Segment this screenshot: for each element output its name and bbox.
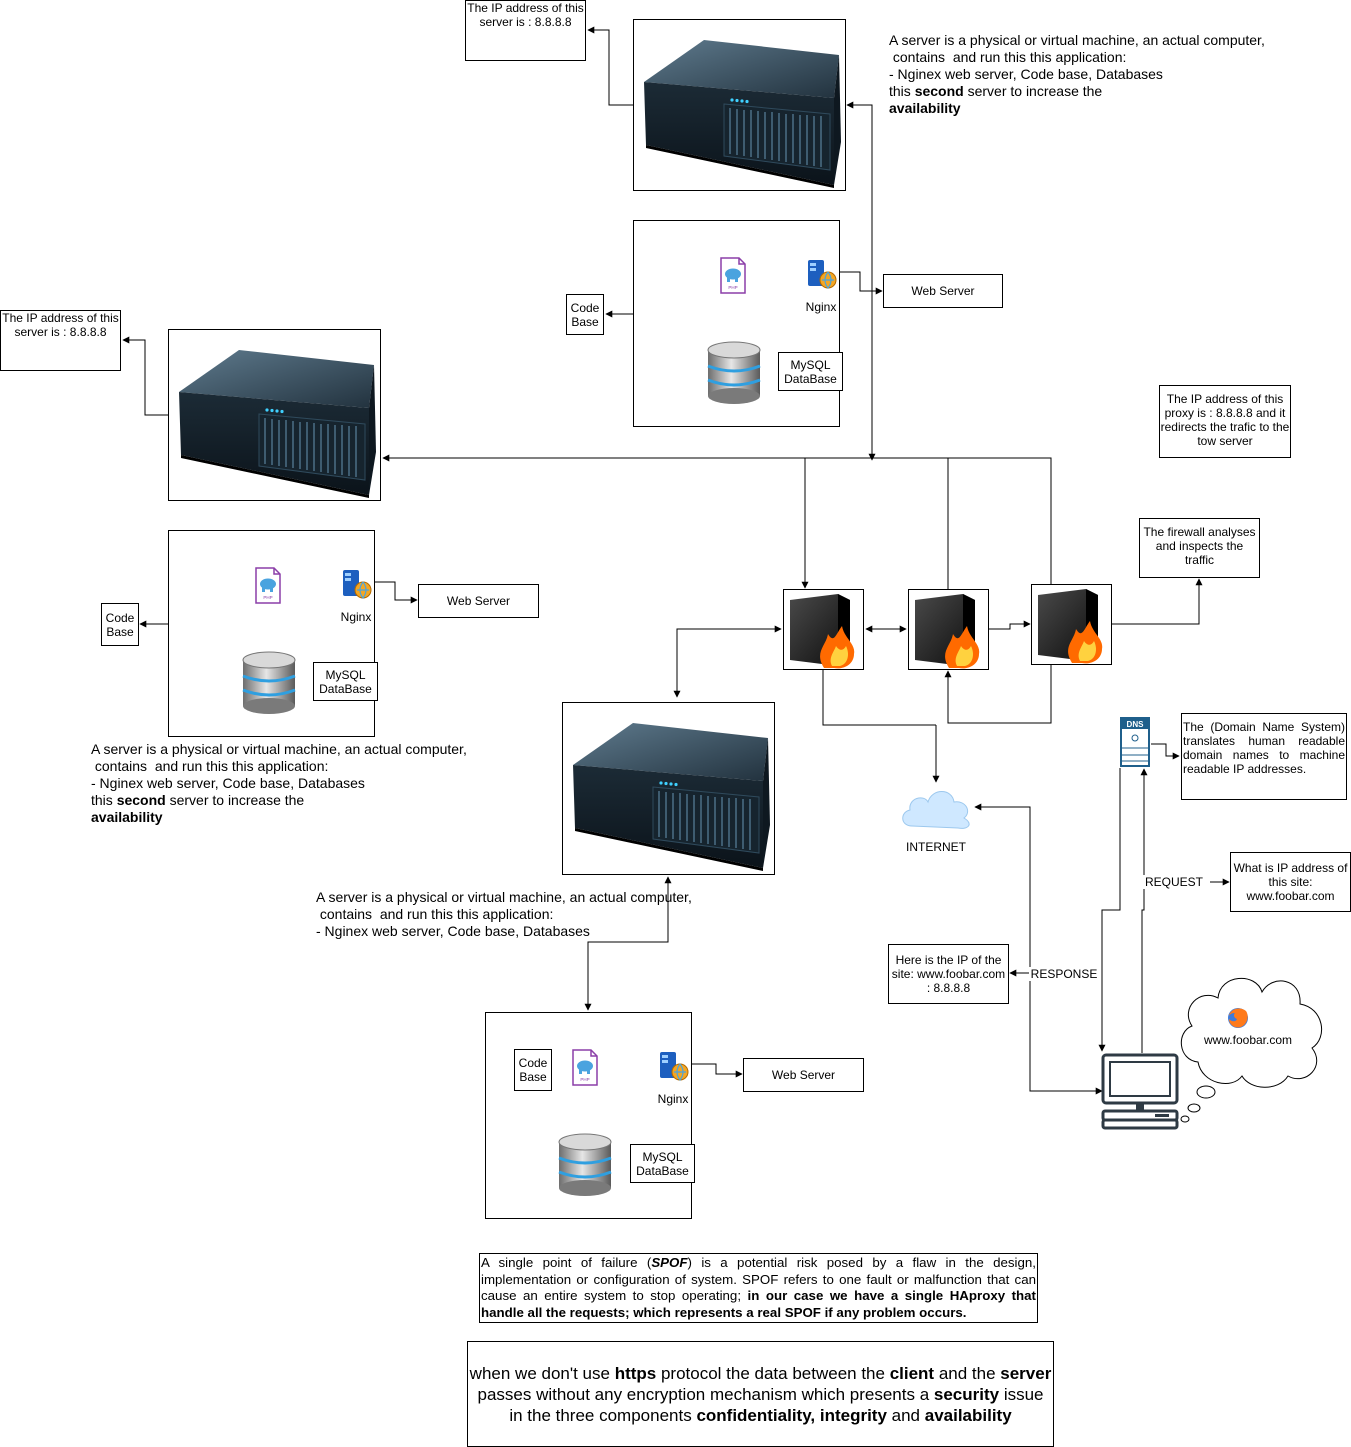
mysql-database-box: MySQL DataBase: [313, 662, 378, 701]
ip-note-server-2: The IP address of this server is : 8.8.8…: [0, 310, 121, 371]
server-2-description: A server is a physical or virtual machin…: [91, 741, 467, 825]
database-icon: [241, 650, 297, 716]
dns-label: DNS: [1127, 720, 1145, 729]
internet-label: INTERNET: [906, 840, 966, 854]
code-base-box: Code Base: [566, 294, 604, 335]
nginx-icon: [807, 259, 837, 289]
load-balancer-haproxy[interactable]: [908, 589, 989, 670]
proxy-note: The IP address of this proxy is : 8.8.8.…: [1159, 385, 1291, 458]
database-icon: [706, 340, 762, 406]
firewall-3[interactable]: [1031, 584, 1112, 665]
thought-bubble: [1180, 978, 1322, 1123]
server-2-image: [178, 349, 377, 499]
client-site-label: www.foobar.com: [1203, 1033, 1293, 1047]
server-3[interactable]: [562, 702, 775, 875]
https-note: when we don't use https protocol the dat…: [467, 1341, 1054, 1447]
firefox-icon: [1228, 1008, 1248, 1028]
database-icon: [557, 1132, 613, 1198]
request-label: REQUEST: [1143, 875, 1205, 889]
firewall-1[interactable]: [783, 589, 864, 670]
php-icon: [720, 257, 746, 294]
nginx-label: Nginx: [340, 610, 372, 624]
server-3-description: A server is a physical or virtual machin…: [316, 889, 692, 939]
firewall-note: The firewall analyses and inspects the t…: [1139, 518, 1260, 578]
nginx-icon: [342, 569, 372, 599]
spof-note: A single point of failure (SPOF) is a po…: [479, 1253, 1038, 1323]
web-server-box: Web Server: [883, 274, 1003, 308]
server-1-image: [643, 39, 842, 189]
response-note: Here is the IP of the site: www.foobar.c…: [888, 944, 1009, 1004]
dns-server-icon[interactable]: DNS: [1120, 717, 1152, 769]
php-icon: [572, 1049, 598, 1086]
request-note: What is IP address of this site: www.foo…: [1230, 852, 1351, 912]
server-3-image: [572, 722, 771, 872]
ip-note-server-1: The IP address of this server is : 8.8.8…: [465, 0, 586, 61]
firewall-icon: [790, 594, 855, 669]
server-1[interactable]: [633, 19, 846, 191]
dns-note: The (Domain Name System) translates huma…: [1181, 713, 1347, 800]
code-base-box: Code Base: [101, 603, 139, 646]
web-server-box: Web Server: [743, 1058, 864, 1092]
code-base-box: Code Base: [514, 1049, 552, 1091]
server-2[interactable]: [168, 329, 381, 501]
mysql-database-box: MySQL DataBase: [778, 352, 843, 391]
nginx-icon: [659, 1051, 689, 1081]
cloud-icon: [902, 791, 970, 829]
web-server-box: Web Server: [418, 584, 539, 618]
server-1-description: A server is a physical or virtual machin…: [889, 32, 1265, 116]
firewall-icon: [1038, 589, 1103, 664]
php-icon: [255, 567, 281, 604]
mysql-database-box: MySQL DataBase: [630, 1144, 695, 1183]
response-label: RESPONSE: [1029, 967, 1099, 981]
nginx-label: Nginx: [657, 1092, 689, 1106]
client-computer-icon[interactable]: [1100, 1052, 1184, 1132]
firewall-icon: [915, 594, 980, 669]
nginx-label: Nginx: [805, 300, 837, 314]
